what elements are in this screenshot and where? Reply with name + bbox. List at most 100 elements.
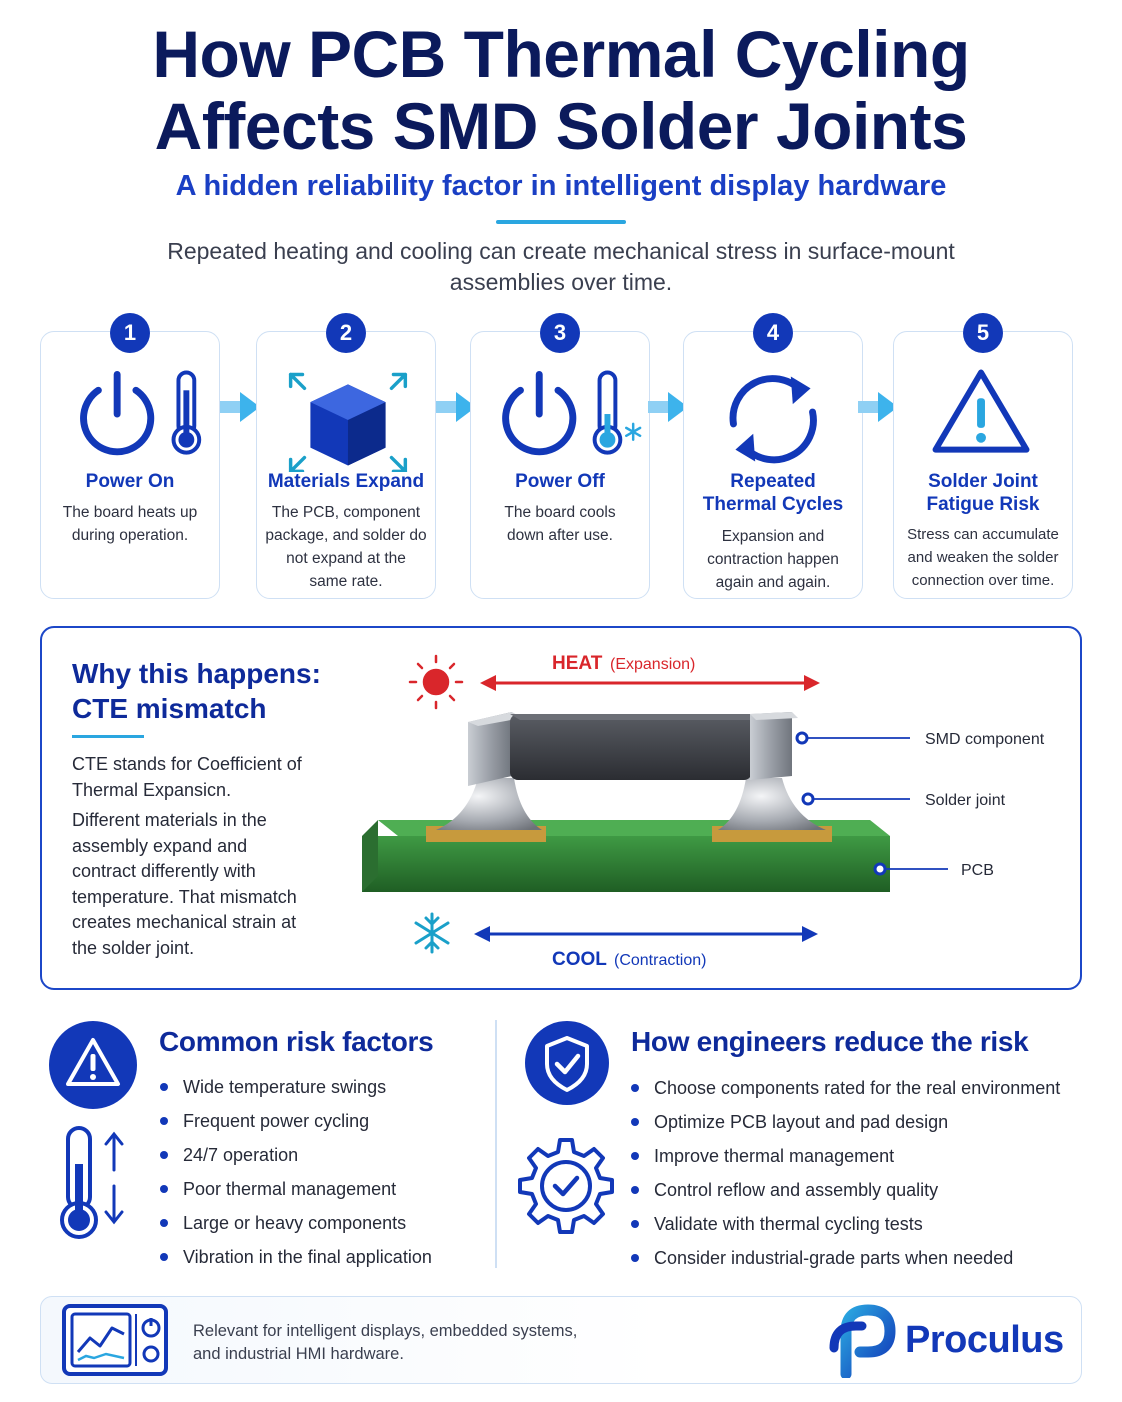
step-title: Repeated Thermal Cycles (688, 470, 858, 516)
step-text-line: during operation. (71, 527, 189, 544)
cte-heading: Why this happens: CTE mismatch (72, 656, 342, 726)
solder-fillet-left (436, 778, 542, 830)
cycle-arrows-icon (729, 375, 817, 464)
subtitle: A hidden reliability factor in intellige… (175, 170, 947, 202)
cte-text-line: assembly expand and (72, 835, 248, 856)
footer-text: Relevant for intelligent displays, embed… (193, 1320, 633, 1366)
step-title-line: Repeated (730, 471, 816, 492)
power-icon (80, 370, 202, 456)
list-item: Poor thermal management (158, 1178, 432, 1212)
footer-text-line: and industrial HMI hardware. (193, 1345, 404, 1363)
column-divider (495, 1020, 497, 1268)
cool-label: COOL (552, 949, 607, 970)
cte-text-line: creates mechanical strain at (72, 912, 297, 932)
step-text-line: and weaken the solder (907, 549, 1059, 566)
intro-line-1: Repeated heating and cooling can create … (167, 238, 955, 264)
list-item: Optimize PCB layout and pad design (629, 1111, 1060, 1145)
snowflake-icon (625, 422, 642, 441)
warning-icon (932, 369, 1030, 453)
sun-icon (408, 654, 464, 710)
callout-component (795, 731, 910, 745)
step-card-materials-expand: 2 Materials Expand The PCB, component pa… (256, 313, 436, 599)
shield-check-icon (525, 1021, 609, 1105)
cte-divider (72, 735, 144, 738)
list-item: Control reflow and assembly quality (629, 1179, 1060, 1213)
brand-name: Proculus (905, 1319, 1064, 1361)
title-line-2: Affects SMD Solder Joints (154, 89, 968, 163)
cte-text-line: the solder joint. (72, 937, 195, 958)
gear-check-icon (518, 1138, 614, 1234)
cte-text-line: Thermal Expansicn. (72, 779, 232, 800)
expansion-arrow (480, 675, 820, 691)
label-smd-component: SMD component (925, 731, 1045, 748)
step-text-line: connection over time. (911, 572, 1055, 589)
power-icon (502, 370, 642, 456)
step-card-power-off: 3 Power Off The board cools down after u… (470, 313, 650, 599)
list-item: 24/7 operation (158, 1144, 432, 1178)
step-text-line: not expand at the (286, 550, 406, 567)
step-description: The board heats up during operation. (49, 501, 211, 547)
step-text-line: The board cools (504, 504, 616, 521)
thermometer-icon (60, 1126, 124, 1239)
step-text-line: contraction happen (707, 551, 839, 568)
step-number: 4 (753, 313, 793, 353)
cte-explanation: Different materials in the assembly expa… (72, 808, 332, 961)
cte-definition: CTE stands for Coefficient of Thermal Ex… (72, 752, 332, 803)
cte-heading-line: CTE mismatch (72, 693, 267, 724)
thermometer-icon (171, 370, 202, 455)
step-title: Power Off (515, 471, 605, 492)
flow-arrow-icon (220, 392, 260, 422)
step-description: Stress can accumulate and weaken the sol… (902, 523, 1064, 592)
title-divider (496, 220, 626, 224)
cte-section (40, 626, 1082, 990)
list-item: Wide temperature swings (158, 1076, 432, 1110)
step-number: 5 (963, 313, 1003, 353)
list-item: Frequent power cycling (158, 1110, 432, 1144)
step-text-line: package, and solder do (265, 527, 427, 544)
page-title: How PCB Thermal Cycling Affects SMD Sold… (0, 18, 1122, 162)
cte-heading-line: Why this happens: (72, 658, 321, 689)
step-number: 2 (326, 313, 366, 353)
step-text-line: Stress can accumulate (907, 526, 1059, 543)
label-pcb: PCB (961, 862, 994, 879)
contraction-arrow (474, 926, 818, 942)
step-description: The PCB, component package, and solder d… (265, 501, 427, 593)
risk-factors-title: Common risk factors (159, 1026, 434, 1057)
footer-text-line: Relevant for intelligent displays, embed… (193, 1322, 578, 1340)
step-text-line: down after use. (507, 527, 613, 544)
step-text-line: The PCB, component (271, 504, 421, 521)
step-title-line: Fatigue Risk (926, 494, 1040, 515)
step-description: Expansion and contraction happen again a… (692, 525, 854, 594)
flow-arrow-icon (648, 392, 688, 422)
flow-arrow-icon (858, 392, 898, 422)
step-card-power-on: 1 Power On The board heats up during ope… (40, 313, 220, 599)
risk-factors-list: Wide temperature swings Frequent power c… (158, 1076, 432, 1280)
thermometer-icon (592, 370, 623, 455)
callout-pcb (873, 862, 948, 876)
step-number: 1 (110, 313, 150, 353)
cte-text-line: Different materials in the (72, 810, 267, 830)
mitigation-list: Choose components rated for the real env… (629, 1077, 1060, 1281)
step-title-line: Solder Joint (928, 471, 1038, 492)
step-description: The board cools down after use. (479, 501, 641, 547)
step-title: Power On (85, 471, 175, 492)
flow-arrow-icon (436, 392, 476, 422)
intro-text: Repeated heating and cooling can create … (130, 236, 992, 298)
step-text-line: same rate. (309, 573, 383, 590)
step-title: Solder Joint Fatigue Risk (898, 470, 1068, 516)
smd-component (468, 712, 798, 786)
title-line-1: How PCB Thermal Cycling (152, 17, 970, 91)
step-title-line: Thermal Cycles (702, 494, 844, 515)
step-title: Materials Expand (267, 471, 425, 492)
proculus-logo-icon (829, 1304, 896, 1378)
smd-diagram: HEAT (Expansion) SMD component Solder jo… (362, 653, 1045, 970)
step-text-line: Expansion and (721, 528, 825, 545)
solder-fillet-right (718, 778, 826, 830)
list-item: Validate with thermal cycling tests (629, 1213, 1060, 1247)
hmi-display-icon (62, 1304, 168, 1376)
list-item: Large or heavy components (158, 1212, 432, 1246)
cte-text-line: CTE stands for Coefficient of (72, 754, 302, 774)
callout-joint (801, 792, 910, 806)
mitigation-title: How engineers reduce the risk (631, 1026, 1029, 1057)
heat-sublabel: (Expansion) (610, 656, 695, 673)
